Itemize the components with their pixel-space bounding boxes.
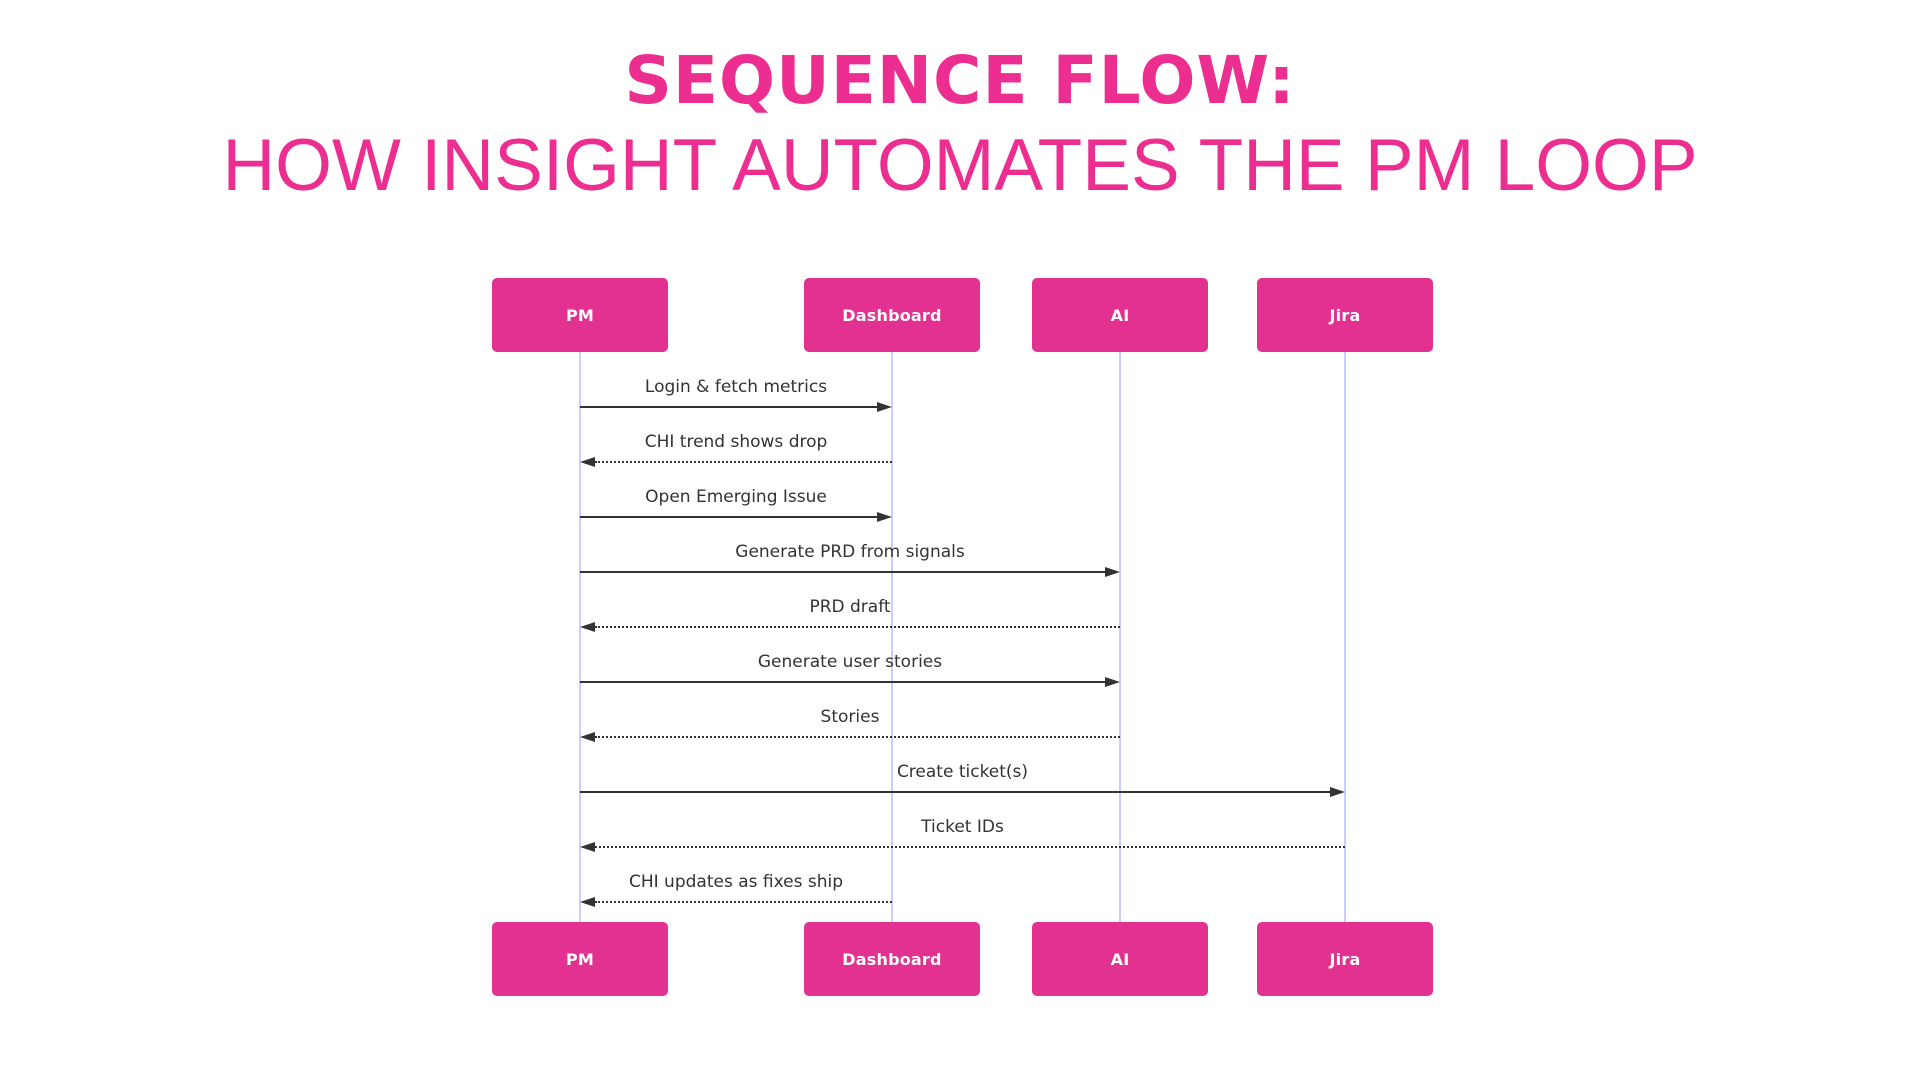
arrowhead-icon [877,402,892,412]
arrowhead-icon [580,622,595,632]
message-label: Ticket IDs [921,817,1004,837]
lifeline-jira [1344,352,1346,922]
actor-box-top-ai: AI [1032,278,1208,352]
actor-label-dashboard: Dashboard [842,305,942,325]
arrowhead-icon [580,897,595,907]
actor-box-top-jira: Jira [1257,278,1433,352]
message-line [595,626,1120,628]
actor-box-top-dashboard: Dashboard [804,278,980,352]
arrowhead-icon [1105,567,1120,577]
actor-box-top-pm: PM [492,278,668,352]
message-line [595,846,1345,848]
lifeline-dashboard [891,352,893,922]
actor-box-bottom-ai: AI [1032,922,1208,996]
message-label: Create ticket(s) [896,762,1029,782]
message-line [595,461,892,463]
lifeline-ai [1119,352,1121,922]
message-label: Stories [820,707,880,727]
actor-label-jira: Jira [1329,949,1361,969]
actor-label-jira: Jira [1329,305,1361,325]
message-line [580,791,1330,793]
page-title-line-1: SEQUENCE FLOW: [624,42,1296,119]
actor-label-pm: PM [565,305,595,325]
arrowhead-icon [580,457,595,467]
message-line [580,516,877,518]
message-line [580,571,1105,573]
actor-box-bottom-dashboard: Dashboard [804,922,980,996]
message-label: PRD draft [809,597,891,617]
message-line [595,736,1120,738]
arrowhead-icon [877,512,892,522]
page-title-line-2: HOW INSIGHT AUTOMATES THE PM LOOP [222,125,1698,206]
arrowhead-icon [1105,677,1120,687]
actor-box-bottom-jira: Jira [1257,922,1433,996]
lifeline-pm [579,352,581,922]
message-line [580,406,877,408]
message-label: Login & fetch metrics [644,377,828,397]
actor-box-bottom-pm: PM [492,922,668,996]
message-label: Open Emerging Issue [645,487,827,507]
message-line [595,901,892,903]
message-label: Generate user stories [757,652,943,672]
actor-label-ai: AI [1110,949,1130,969]
actor-label-dashboard: Dashboard [842,949,942,969]
actor-label-ai: AI [1110,305,1130,325]
arrowhead-icon [1330,787,1345,797]
message-label: CHI updates as fixes ship [628,872,844,892]
message-line [580,681,1105,683]
message-label: Generate PRD from signals [735,542,965,562]
arrowhead-icon [580,842,595,852]
message-label: CHI trend shows drop [644,432,828,452]
actor-label-pm: PM [565,949,595,969]
arrowhead-icon [580,732,595,742]
